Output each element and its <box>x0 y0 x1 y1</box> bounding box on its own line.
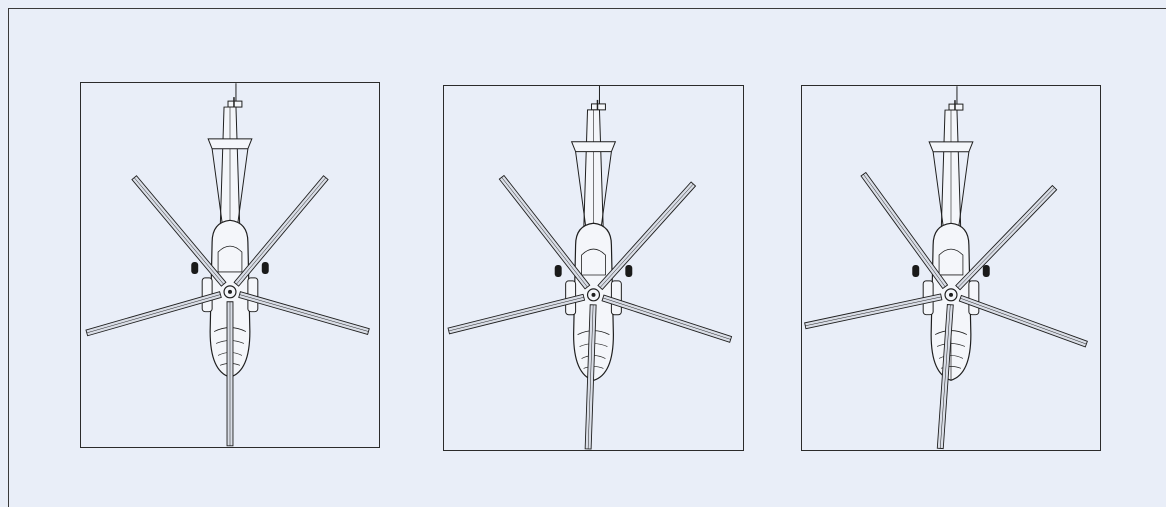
stabiliser <box>928 141 974 153</box>
engine-cowling <box>938 248 964 276</box>
wheel-left <box>912 265 920 277</box>
fuselage <box>209 219 251 378</box>
tail-rotor-hub <box>948 103 964 111</box>
rotor-hub-center <box>949 292 953 297</box>
main-rotor-blade-1-spar <box>134 177 224 285</box>
main-rotor-blade-4-spar <box>448 297 584 332</box>
fuselage <box>930 222 972 381</box>
helicopter-2 <box>447 86 733 450</box>
wheel-right <box>625 265 633 277</box>
helicopter-panel-2 <box>443 85 744 451</box>
wheel-left <box>191 262 199 274</box>
stabiliser <box>207 138 253 150</box>
engine-cowling <box>217 245 243 273</box>
wheel-right <box>982 265 990 277</box>
figure-canvas <box>8 8 1166 507</box>
main-rotor-blade-3-spar <box>960 297 1087 345</box>
helicopter-top-view-1 <box>85 83 370 447</box>
main-rotor-blade-2-spar <box>599 183 694 288</box>
helicopter-panel-1 <box>80 82 380 448</box>
tail-rotor-hub <box>227 100 243 108</box>
helicopter-top-view-3 <box>804 86 1088 450</box>
rotor-hub-center <box>228 289 232 294</box>
main-rotor-blade-5-spar <box>940 304 951 449</box>
main-rotor-blade-5-spar <box>587 304 594 449</box>
helicopter-panel-3 <box>801 85 1101 451</box>
main-rotor-blade-3-spar <box>602 297 731 340</box>
sponson-right <box>968 280 980 316</box>
helicopter-3 <box>804 86 1088 450</box>
engine-cowling <box>581 248 606 276</box>
helicopter-top-view-2 <box>447 86 733 450</box>
helicopter-1 <box>85 83 370 447</box>
main-rotor-blade-1-spar <box>863 174 946 287</box>
tail-rotor-hub <box>591 103 606 111</box>
main-rotor-blade-4-spar <box>805 296 942 327</box>
rotor-hub-center <box>591 292 596 297</box>
wheel-right <box>261 262 269 274</box>
main-rotor-blade-2-spar <box>236 177 326 285</box>
wheel-left <box>554 265 562 277</box>
stabiliser <box>570 141 617 153</box>
main-rotor-blade-2-spar <box>957 187 1055 288</box>
fuselage <box>573 222 614 382</box>
main-rotor-blade-1-spar <box>501 177 588 288</box>
main-rotor-blade-4-spar <box>86 294 221 334</box>
tail-fairing <box>575 151 612 226</box>
tail-fairing <box>211 148 249 223</box>
tail-fairing <box>932 151 970 226</box>
main-rotor-blade-3-spar <box>239 294 369 332</box>
